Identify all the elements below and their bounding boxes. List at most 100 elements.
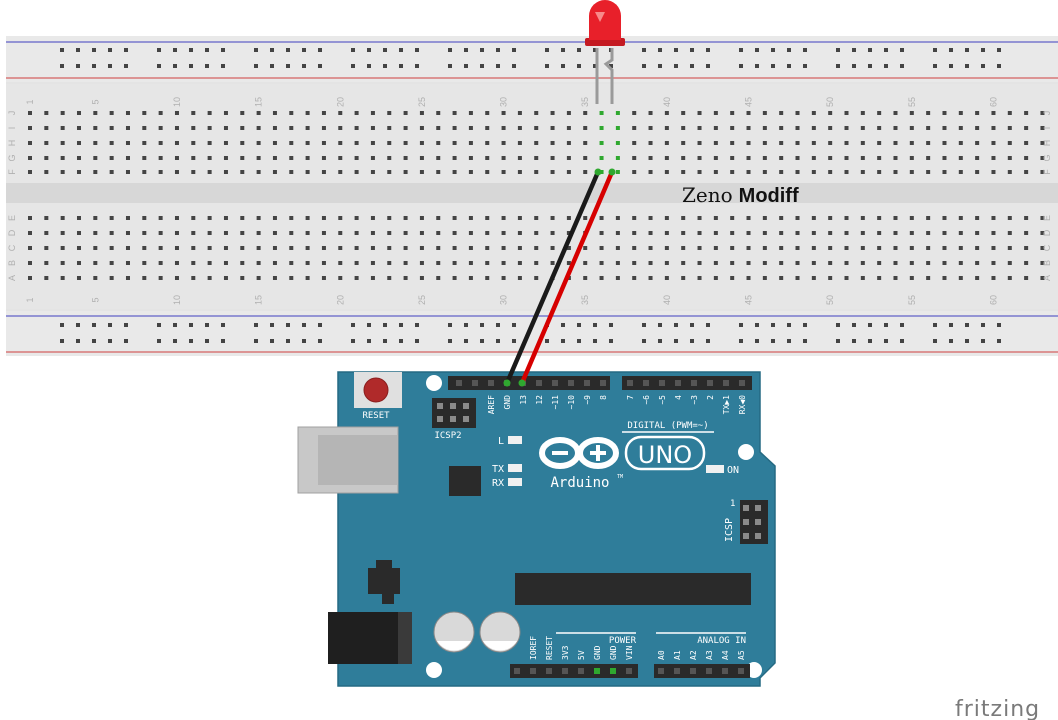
breadboard-hole <box>60 261 65 265</box>
breadboard-hole <box>795 126 800 130</box>
led-on-label: ON <box>727 465 739 476</box>
breadboard-hole <box>942 156 947 160</box>
icsp2-label: ICSP2 <box>434 431 461 441</box>
breadboard-hole <box>272 276 277 280</box>
header-pin[interactable] <box>552 380 558 386</box>
breadboard-hole <box>272 141 277 145</box>
header-pin[interactable] <box>536 380 542 386</box>
pin-label: A5 <box>737 650 746 660</box>
breadboard-hole <box>958 246 963 250</box>
breadboard-hole <box>436 231 441 235</box>
breadboard-hole <box>713 141 718 145</box>
breadboard-hole <box>550 156 555 160</box>
rail-hole <box>997 323 1001 327</box>
breadboard-hole <box>436 156 441 160</box>
breadboard-hole <box>305 170 310 174</box>
breadboard-hole <box>436 276 441 280</box>
breadboard-hole <box>648 170 653 174</box>
rail-hole <box>464 48 468 52</box>
header-pin[interactable] <box>691 380 697 386</box>
breadboard-hole <box>403 276 408 280</box>
header-pin[interactable] <box>707 380 713 386</box>
breadboard-hole <box>338 231 343 235</box>
header-pin[interactable] <box>514 668 520 674</box>
rail-hole <box>690 339 694 343</box>
header-pin[interactable] <box>600 380 606 386</box>
breadboard-hole <box>436 170 441 174</box>
breadboard-hole <box>877 111 882 115</box>
breadboard-hole <box>468 141 473 145</box>
rail-hole <box>254 323 258 327</box>
voltage-regulator <box>368 568 400 594</box>
reset-button[interactable] <box>363 377 389 403</box>
breadboard-hole <box>28 141 32 145</box>
rail-hole <box>577 48 581 52</box>
breadboard-hole <box>191 111 196 115</box>
header-pin[interactable] <box>674 668 680 674</box>
power-jack-edge <box>398 612 412 664</box>
digital-header-high <box>448 376 610 390</box>
header-pin[interactable] <box>658 668 664 674</box>
breadboard-hole <box>1040 170 1045 174</box>
power-header <box>510 664 638 678</box>
rail-hole <box>933 323 937 327</box>
breadboard-hole <box>76 216 81 220</box>
header-pin[interactable] <box>472 380 478 386</box>
breadboard-hole <box>550 216 555 220</box>
rail-hole <box>852 48 856 52</box>
header-pin[interactable] <box>739 380 745 386</box>
rail-hole <box>351 323 355 327</box>
breadboard-hole <box>142 231 147 235</box>
rail-hole <box>674 339 678 343</box>
header-pin[interactable] <box>530 668 536 674</box>
breadboard-hole <box>223 216 228 220</box>
breadboard-hole <box>28 276 32 280</box>
header-pin[interactable] <box>546 668 552 674</box>
header-pin[interactable] <box>659 380 665 386</box>
header-pin[interactable] <box>690 668 696 674</box>
header-pin[interactable] <box>722 668 728 674</box>
breadboard-hole <box>730 216 735 220</box>
breadboard-hole <box>76 170 81 174</box>
rail-hole <box>755 48 759 52</box>
header-pin[interactable] <box>723 380 729 386</box>
row-letter: F <box>7 169 17 175</box>
breadboard-hole <box>158 276 163 280</box>
breadboard-hole <box>942 126 947 130</box>
rail-hole <box>76 64 80 68</box>
breadboard-hole <box>452 216 457 220</box>
breadboard-hole <box>566 126 571 130</box>
breadboard-hole <box>893 156 898 160</box>
breadboard-hole <box>354 170 359 174</box>
breadboard-hole <box>240 231 245 235</box>
rail-hole <box>157 64 161 68</box>
header-pin[interactable] <box>562 668 568 674</box>
header-pin[interactable] <box>738 668 744 674</box>
header-pin[interactable] <box>568 380 574 386</box>
breadboard-hole <box>877 276 882 280</box>
breadboard-hole <box>926 156 931 160</box>
header-pin[interactable] <box>456 380 462 386</box>
rail-hole <box>108 48 112 52</box>
breadboard-hole <box>1024 170 1029 174</box>
breadboard-hole <box>632 111 637 115</box>
breadboard-hole <box>468 126 473 130</box>
rail-hole <box>561 323 565 327</box>
header-pin[interactable] <box>675 380 681 386</box>
breadboard-hole <box>664 246 669 250</box>
breadboard-hole <box>125 111 130 115</box>
header-pin[interactable] <box>578 668 584 674</box>
breadboard-hole <box>1040 231 1045 235</box>
header-pin[interactable] <box>584 380 590 386</box>
rail-hole <box>593 64 597 68</box>
breadboard-hole <box>517 111 522 115</box>
header-pin[interactable] <box>643 380 649 386</box>
header-pin[interactable] <box>627 380 633 386</box>
rail-hole <box>803 48 807 52</box>
rail-hole <box>868 339 872 343</box>
header-pin[interactable] <box>706 668 712 674</box>
header-pin[interactable] <box>626 668 632 674</box>
row-letter: F <box>1042 169 1052 175</box>
rail-hole <box>803 339 807 343</box>
header-pin[interactable] <box>488 380 494 386</box>
